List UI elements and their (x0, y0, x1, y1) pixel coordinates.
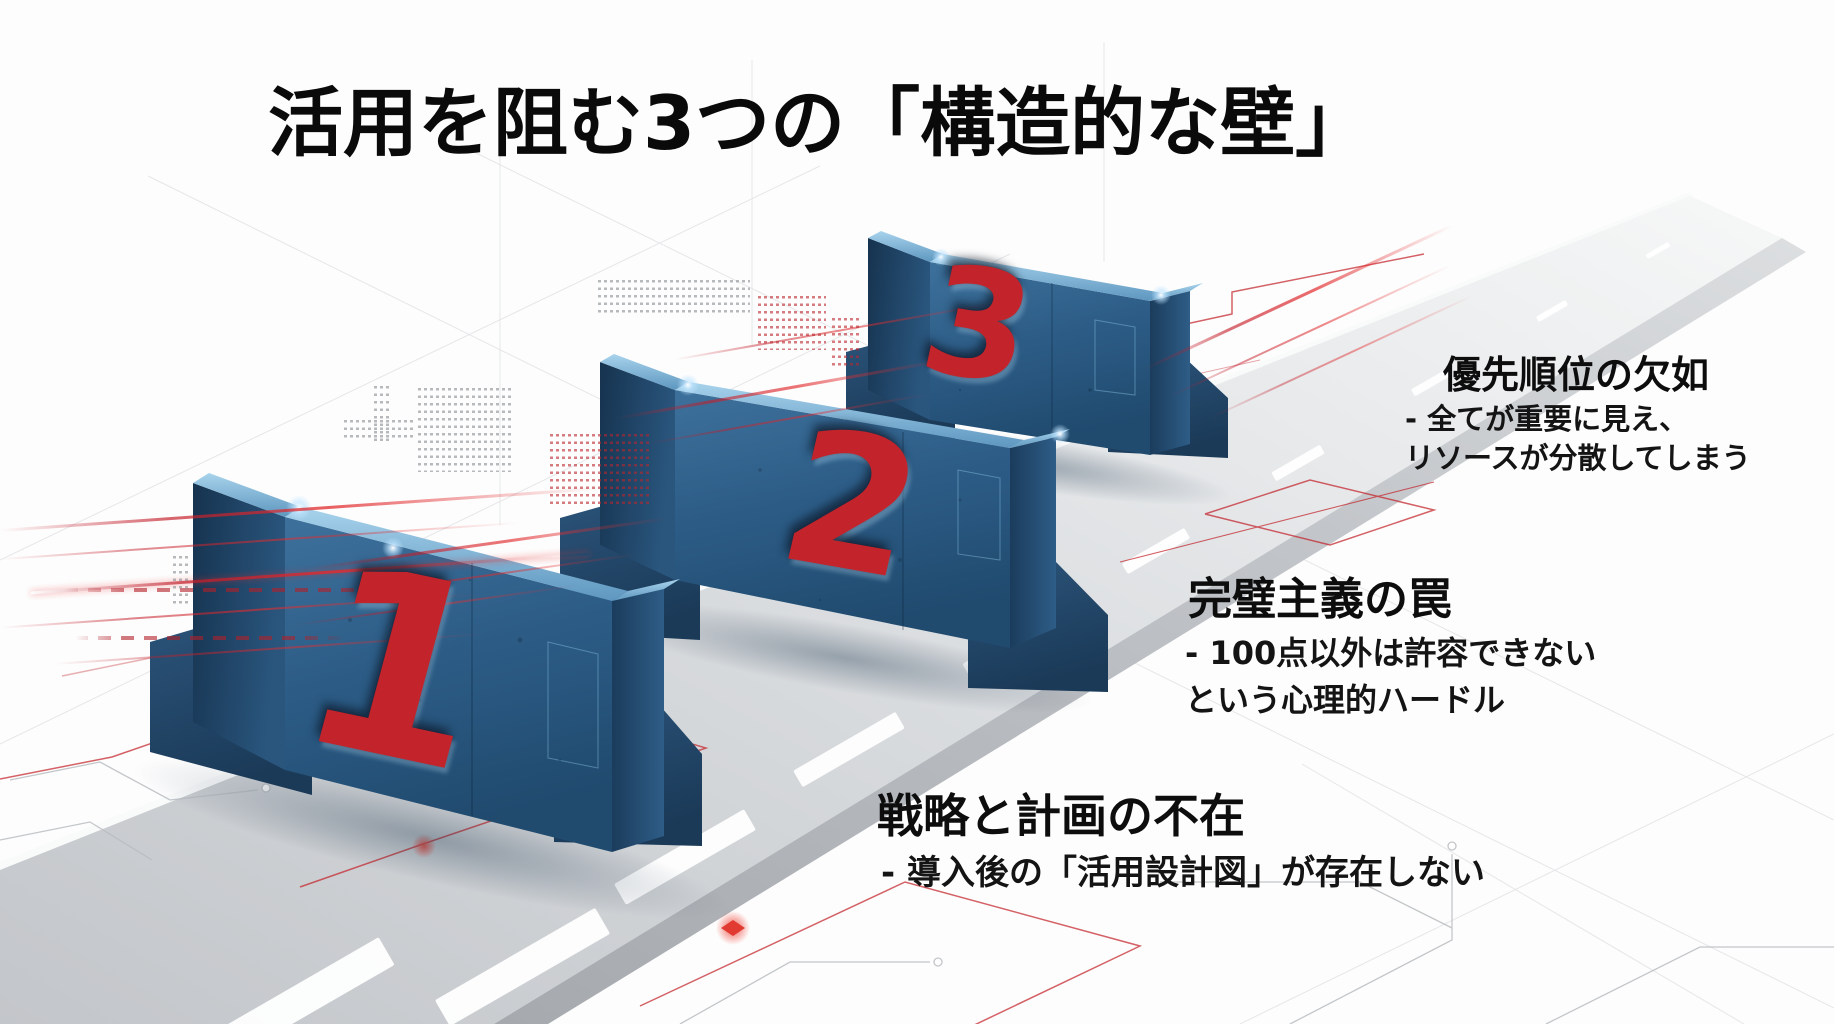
micro-data-block (550, 434, 652, 508)
annotation-wall-1-heading: 戦略と計画の不在 (877, 789, 1245, 843)
micro-data-block (418, 388, 514, 472)
annotation-wall-1-line-1: - 導入後の「活用設計図」が存在しない (881, 853, 1485, 893)
annotation-wall-2-line-2: という心理的ハードル (1185, 681, 1506, 719)
annotation-wall-3-line-2: リソースが分散してしまう (1405, 441, 1751, 475)
red-node-diamond (721, 920, 745, 936)
annotation-wall-2-heading: 完璧主義の罠 (1188, 574, 1452, 625)
micro-data-block (598, 280, 750, 314)
micro-data-block (173, 556, 188, 604)
laser-line (0, 487, 600, 532)
micro-data-block (758, 296, 826, 350)
annotation-wall-2-line-1: - 100点以外は許容できない (1185, 634, 1597, 672)
annotation-wall-3-line-1: - 全てが重要に見え、 (1405, 402, 1689, 436)
annotation-wall-3-heading: 優先順位の欠如 (1443, 353, 1710, 397)
page-title: 活用を阻む3つの「構造的な壁」 (268, 79, 1371, 167)
laser-dash-row (65, 588, 405, 592)
micro-data-block (374, 386, 389, 442)
wall-3-number: 3 (908, 232, 1048, 420)
laser-dash-row (75, 636, 345, 640)
micro-data-block (832, 318, 862, 370)
